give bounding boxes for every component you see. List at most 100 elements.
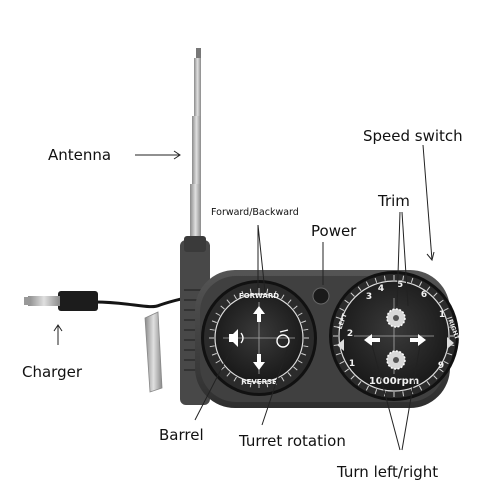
dial-number-4: 4 [378, 284, 384, 294]
dial-tick [443, 360, 449, 365]
speed-switch-label: Speed switch [363, 127, 463, 145]
dial-tick [215, 312, 221, 316]
dial-tick [433, 292, 438, 297]
dial-tick [410, 277, 414, 283]
dial-tick [418, 281, 423, 287]
turn-left-right-label: Turn left/right [336, 463, 438, 481]
dial-number-1-left: 1 [349, 359, 355, 369]
dial-tick [443, 307, 449, 312]
dial-tick [220, 305, 225, 310]
dial-tick [209, 328, 215, 331]
left-dial: FORWARD REVERSE [201, 280, 317, 396]
dial-tick [402, 275, 405, 281]
turret-rotation-label: Turret rotation [238, 432, 346, 450]
dial-tick [344, 299, 349, 304]
turret-rotation-icon[interactable] [276, 329, 290, 348]
power-label: Power [311, 222, 357, 240]
dial-tick [344, 368, 349, 373]
dial-tick [339, 360, 345, 365]
dial-tick [301, 352, 307, 356]
dial-tick [249, 288, 252, 294]
dial-tick [303, 328, 309, 331]
barrel-sound-icon[interactable] [229, 329, 244, 347]
dial-tick [350, 375, 355, 380]
dial-number-3: 3 [366, 292, 372, 302]
dial-tick [335, 316, 341, 320]
dial-tick [402, 391, 405, 397]
dial-number-2: 2 [347, 329, 353, 339]
dial-number-9: 9 [438, 361, 444, 371]
reverse-arrow-icon[interactable] [253, 354, 265, 370]
dial-tick [303, 345, 309, 348]
antenna [190, 48, 201, 242]
reverse-text: REVERSE [241, 378, 277, 386]
outer-left-arrow-icon [337, 339, 344, 351]
dial-tick [233, 294, 237, 300]
dial-tick [374, 389, 378, 395]
dial-tick [374, 277, 378, 283]
dial-tick [266, 382, 269, 388]
dial-tick [297, 312, 303, 316]
dial-tick [273, 290, 277, 296]
dial-tick [418, 385, 423, 391]
barrel-label: Barrel [159, 426, 204, 444]
forward-arrow-icon[interactable] [253, 306, 265, 322]
forward-backward-label: Forward/Backward [211, 207, 299, 218]
dial-tick [293, 305, 298, 310]
dial-tick [433, 375, 438, 380]
dial-tick [335, 352, 341, 356]
forward-text: FORWARD [239, 292, 279, 300]
antenna-label: Antenna [48, 146, 111, 164]
dial-tick [447, 352, 453, 356]
trim-gear-top-icon[interactable] [386, 308, 406, 328]
dial-tick [357, 381, 362, 386]
dial-tick [297, 360, 303, 364]
dial-tick [357, 286, 362, 291]
right-turn-arrow-icon[interactable] [410, 334, 426, 346]
leader-lines [53, 144, 435, 451]
dial-tick [439, 368, 444, 373]
dial-tick [365, 385, 370, 391]
dial-tick [209, 345, 215, 348]
rpm-text: 1000rpm [369, 376, 419, 387]
barrel-cartridge [144, 311, 163, 393]
dial-tick [241, 290, 245, 296]
power-button[interactable] [312, 287, 330, 305]
dial-tick [426, 286, 431, 291]
dial-tick [281, 376, 285, 382]
dial-tick [281, 294, 285, 300]
right-dial: 3 4 5 6 2 1 1 9 LEFT RIGHT 1000rpm [329, 271, 461, 401]
dial-tick [447, 316, 453, 320]
dial-tick [233, 376, 237, 382]
dial-tick [226, 372, 231, 377]
dial-tick [293, 366, 298, 371]
dial-number-6: 6 [421, 290, 427, 300]
dial-tick [249, 382, 252, 388]
charger-label: Charger [22, 363, 83, 381]
left-dial-ticks [209, 288, 309, 388]
dial-tick [287, 372, 292, 377]
dial-tick [215, 360, 221, 364]
dial-tick [241, 380, 245, 386]
dial-tick [301, 320, 307, 324]
dial-tick [211, 352, 217, 356]
dial-tick [333, 325, 339, 328]
dial-tick [365, 281, 370, 287]
dial-tick [350, 292, 355, 297]
dial-tick [211, 320, 217, 324]
outer-right-arrow-icon [447, 337, 454, 349]
trim-gear-bottom-icon[interactable] [386, 350, 406, 370]
dial-tick [383, 275, 386, 281]
dial-tick [226, 299, 231, 304]
dial-tick [439, 299, 444, 304]
left-turn-arrow-icon[interactable] [364, 334, 380, 346]
dial-tick [266, 288, 269, 294]
dial-tick [339, 307, 345, 312]
trim-label: Trim [377, 192, 410, 210]
dial-tick [426, 381, 431, 386]
right-dial-ticks [333, 275, 455, 397]
charger-cable [24, 291, 186, 311]
dial-number-1-right: 1 [439, 310, 445, 320]
dial-tick [449, 325, 455, 328]
